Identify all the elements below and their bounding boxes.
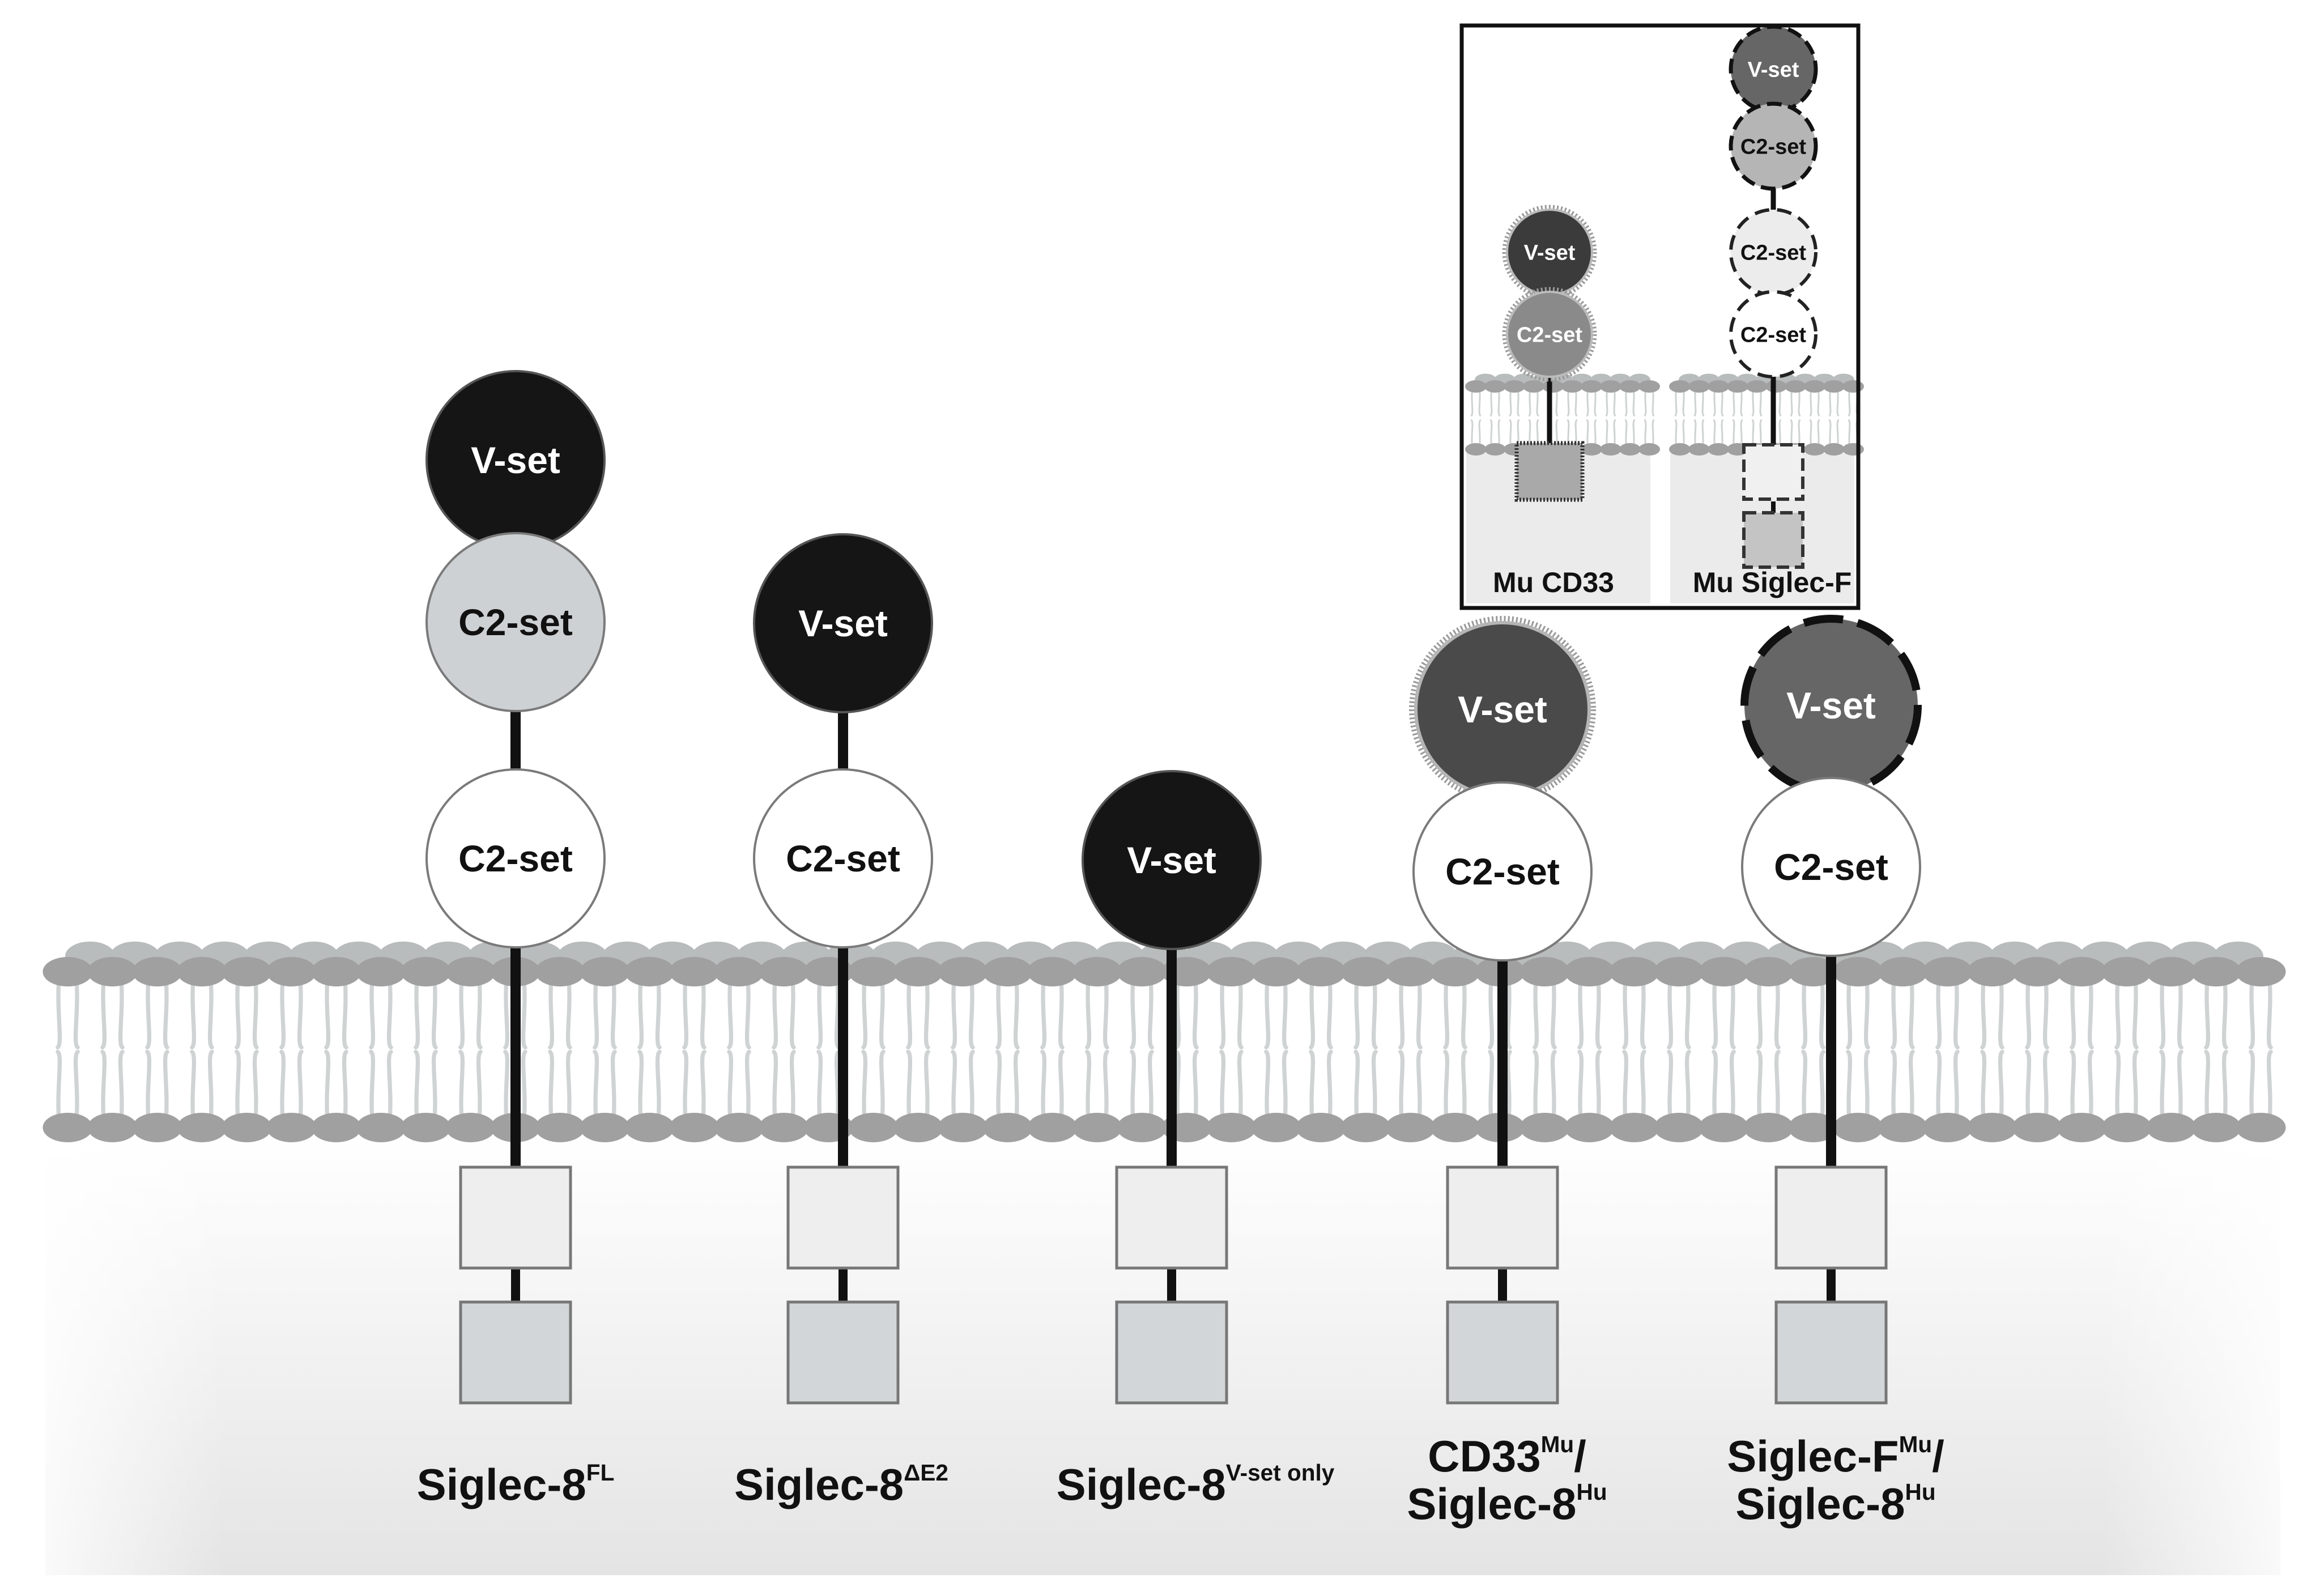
de2-vset-domain: V-set bbox=[753, 533, 933, 713]
siglecf-c2-domain-label: C2-set bbox=[1774, 846, 1888, 888]
de2-c2-domain-label: C2-set bbox=[786, 837, 900, 879]
fl-c2-domain-1: C2-set bbox=[425, 532, 606, 712]
construct-siglec8-vset-only: V-set bbox=[1082, 770, 1262, 1405]
siglecf-c2-domain: C2-set bbox=[1741, 777, 1921, 957]
itsm-box bbox=[1446, 1300, 1559, 1405]
label-siglec8-de2: Siglec-8ΔE2 bbox=[734, 1459, 948, 1509]
main-membrane-bilayer bbox=[42, 941, 2286, 1142]
inset-cd33-c2: C2-set bbox=[1502, 287, 1597, 382]
de2-cytoplasmic-motifs bbox=[786, 1165, 900, 1405]
inset-siglecf-c2-2: C2-set bbox=[1729, 208, 1818, 296]
itsm-box bbox=[1115, 1300, 1228, 1405]
vonly-vset-domain: V-set bbox=[1082, 770, 1262, 950]
inset-siglecf-c2-3-label: C2-set bbox=[1740, 323, 1806, 347]
de2-vset-domain-label: V-set bbox=[798, 602, 888, 644]
inset-siglecf-itsm-box bbox=[1742, 511, 1804, 569]
siglecf-vset-domain-label: V-set bbox=[1786, 684, 1876, 726]
itim-box bbox=[786, 1165, 900, 1270]
inset-cd33-cytoplasmic-box bbox=[1514, 441, 1585, 502]
itim-box bbox=[459, 1165, 572, 1270]
cell-membrane bbox=[42, 941, 2286, 1142]
label-siglec8-vset-only: Siglec-8V-set only bbox=[1056, 1459, 1335, 1509]
siglecf-vset-domain: V-set bbox=[1740, 615, 1922, 796]
cd33-cytoplasmic-motifs bbox=[1446, 1165, 1559, 1405]
inset-cd33-c2-label: C2-set bbox=[1517, 323, 1582, 347]
inset-frame bbox=[1459, 23, 1861, 610]
itsm-box bbox=[1774, 1300, 1888, 1405]
cd33-vset-domain: V-set bbox=[1409, 616, 1596, 803]
inset-siglecf-c2-1: C2-set bbox=[1729, 101, 1818, 191]
itim-box bbox=[1115, 1165, 1228, 1270]
inset-label-mu-cd33: Mu CD33 bbox=[1493, 567, 1614, 598]
cd33-c2-domain-label: C2-set bbox=[1445, 850, 1560, 892]
inset-siglecf-c2-2-label: C2-set bbox=[1740, 241, 1806, 265]
itsm-box bbox=[459, 1300, 572, 1405]
main-membrane-lipid-heads bbox=[42, 957, 2286, 1142]
fl-vset-domain: V-set bbox=[425, 370, 606, 550]
vonly-cytoplasmic-motifs bbox=[1115, 1165, 1228, 1405]
main-membrane-lipid-tails bbox=[56, 977, 2273, 1122]
vonly-vset-domain-label: V-set bbox=[1127, 839, 1216, 881]
itsm-box bbox=[786, 1300, 900, 1405]
fl-vset-domain-label: V-set bbox=[471, 439, 560, 481]
de2-c2-domain: C2-set bbox=[753, 768, 933, 948]
inset-cd33-vset-label: V-set bbox=[1524, 241, 1576, 265]
inset-siglecf-c2-3: C2-set bbox=[1729, 290, 1818, 378]
itim-box bbox=[1774, 1165, 1888, 1270]
inset-label-mu-siglecf: Mu Siglec-F bbox=[1693, 567, 1852, 598]
fl-cytoplasmic-motifs bbox=[459, 1165, 572, 1405]
siglecf-cytoplasmic-motifs bbox=[1774, 1165, 1888, 1405]
cd33-c2-domain: C2-set bbox=[1412, 781, 1593, 962]
itim-box bbox=[1446, 1165, 1559, 1270]
fl-c2-domain-2: C2-set bbox=[425, 768, 606, 948]
inset-siglecf-vset-label: V-set bbox=[1748, 58, 1799, 82]
cd33-vset-domain-label: V-set bbox=[1458, 688, 1547, 730]
label-siglec8-fl: Siglec-8FL bbox=[416, 1459, 615, 1509]
label-cd33-siglec8: CD33Mu/ Siglec-8Hu bbox=[1407, 1431, 1607, 1529]
inset-cd33-vset: V-set bbox=[1502, 205, 1597, 300]
inset-siglecf-vset: V-set bbox=[1729, 24, 1818, 114]
fl-c2-domain-2-label: C2-set bbox=[458, 837, 573, 879]
inset-siglecf-itim-box bbox=[1742, 443, 1804, 501]
inset-siglecf-c2-1-label: C2-set bbox=[1740, 135, 1806, 159]
fl-c2-domain-1-label: C2-set bbox=[458, 601, 573, 643]
label-siglecf-siglec8: Siglec-FMu/ Siglec-8Hu bbox=[1727, 1431, 1944, 1529]
